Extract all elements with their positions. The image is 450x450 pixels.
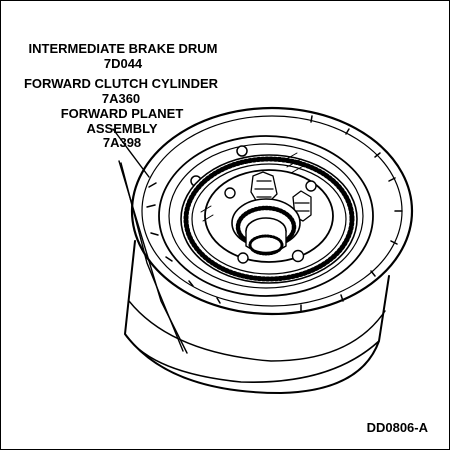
callout-part-number: 7D044 — [103, 55, 143, 71]
clutch-cylinder-inner — [168, 143, 364, 289]
callout-forward-clutch-cylinder: FORWARD CLUTCH CYLINDER 7A360 — [3, 76, 239, 106]
callout-intermediate-brake-drum: INTERMEDIATE BRAKE DRUM 7D044 — [7, 41, 239, 71]
hub-spline — [248, 234, 284, 256]
callout-name: FORWARD PLANET — [60, 106, 184, 121]
callout-name: FORWARD CLUTCH CYLINDER — [23, 76, 219, 91]
drum-bottom-rim — [124, 333, 380, 383]
callout-forward-planet-assembly: FORWARD PLANET ASSEMBLY 7A398 — [41, 106, 203, 151]
drum-lower-band — [128, 300, 386, 362]
ring-gear-teeth — [183, 156, 355, 282]
carrier-pins — [224, 180, 317, 264]
callout-part-number: 7A398 — [102, 135, 142, 150]
shading-hatches — [200, 152, 306, 222]
leader-brake-drum — [112, 128, 150, 178]
callout-part-number: 7A360 — [101, 90, 141, 106]
callout-name: INTERMEDIATE BRAKE DRUM — [28, 41, 218, 56]
ring-gear-inner — [191, 163, 347, 275]
leader-planet-assembly — [118, 160, 188, 354]
callout-name-line2: ASSEMBLY — [86, 120, 158, 136]
figure-id: DD0806-A — [366, 420, 428, 435]
rim-notches — [146, 115, 403, 312]
